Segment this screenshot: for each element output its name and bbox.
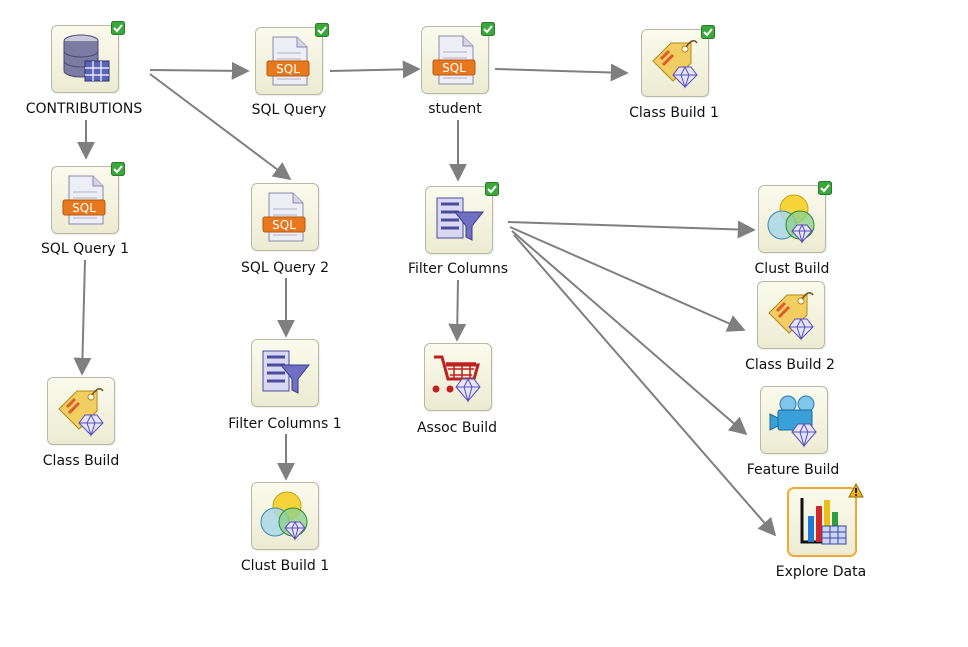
classification-model-icon — [647, 35, 703, 95]
filter-columns-icon — [431, 192, 487, 252]
node-label: SQL Query — [251, 102, 327, 118]
node-label: Class Build 1 — [629, 105, 719, 121]
edge-sql-query-to-student[interactable] — [329, 60, 421, 79]
node-tile[interactable] — [47, 377, 115, 445]
node-tile[interactable] — [758, 181, 832, 253]
svg-text:SQL: SQL — [442, 61, 466, 75]
edge-filter-columns-to-explore-data[interactable] — [513, 234, 777, 537]
database-icon — [57, 31, 113, 91]
svg-text:SQL: SQL — [276, 62, 300, 76]
clustering-model-icon — [764, 191, 820, 251]
check-badge-icon — [485, 181, 499, 196]
edge-filter-columns-to-assoc-build[interactable] — [448, 279, 467, 342]
node-label: Class Build — [42, 453, 120, 469]
node-label: SQL Query 2 — [240, 260, 330, 276]
filter-columns-icon — [257, 345, 313, 405]
edge-sql-query-1-to-class-build[interactable] — [73, 259, 92, 376]
edge-contributions-to-sql-query-2[interactable] — [149, 73, 292, 181]
svg-text:SQL: SQL — [272, 218, 296, 232]
node-label: Class Build 2 — [745, 357, 835, 373]
warning-badge-icon — [848, 482, 864, 498]
edge-student-to-class-build-1[interactable] — [494, 63, 629, 82]
classification-model-icon — [53, 383, 109, 443]
edge-filter-columns-to-feature-build[interactable] — [511, 230, 748, 436]
node-label: Filter Columns — [407, 261, 509, 277]
sql-icon: SQL — [427, 32, 483, 92]
node-tile[interactable] — [251, 339, 319, 407]
edge-filter-columns-to-clust-build[interactable] — [507, 220, 756, 239]
association-model-icon — [430, 349, 486, 409]
node-tile[interactable] — [757, 281, 825, 349]
node-label: SQL Query 1 — [40, 241, 130, 257]
sql-icon: SQL — [257, 189, 313, 249]
sql-icon: SQL — [261, 33, 317, 93]
check-badge-icon — [701, 24, 715, 39]
node-tile[interactable] — [425, 182, 499, 254]
node-label: Feature Build — [746, 462, 840, 478]
edge-filter-columns-to-class-build-2[interactable] — [509, 226, 746, 332]
node-tile[interactable]: SQL — [255, 23, 329, 95]
node-tile[interactable] — [424, 343, 492, 411]
clustering-model-icon — [257, 488, 313, 548]
sql-icon: SQL — [57, 172, 113, 232]
feature-extraction-icon — [766, 392, 822, 452]
node-label: Clust Build 1 — [240, 558, 330, 574]
node-tile[interactable] — [641, 25, 715, 97]
svg-text:SQL: SQL — [72, 201, 96, 215]
node-tile[interactable] — [251, 482, 319, 550]
check-badge-icon — [481, 21, 495, 36]
check-badge-icon — [315, 22, 329, 37]
node-tile[interactable]: SQL — [421, 22, 495, 94]
node-label: Assoc Build — [416, 420, 498, 436]
node-label: Clust Build — [754, 261, 830, 277]
classification-model-icon — [763, 287, 819, 347]
explore-data-icon — [794, 494, 850, 554]
node-tile[interactable]: SQL — [251, 183, 319, 251]
node-label: student — [428, 101, 482, 117]
check-badge-icon — [111, 161, 125, 176]
node-tile[interactable]: SQL — [51, 162, 125, 234]
node-tile[interactable] — [788, 482, 864, 556]
node-label: Explore Data — [775, 564, 867, 580]
check-badge-icon — [111, 20, 125, 35]
node-label: CONTRIBUTIONS — [25, 101, 143, 117]
check-badge-icon — [818, 180, 832, 195]
edge-contributions-to-sql-query[interactable] — [149, 61, 250, 80]
node-tile[interactable] — [51, 21, 125, 93]
node-label: Filter Columns 1 — [228, 416, 342, 432]
node-tile[interactable] — [760, 386, 828, 454]
